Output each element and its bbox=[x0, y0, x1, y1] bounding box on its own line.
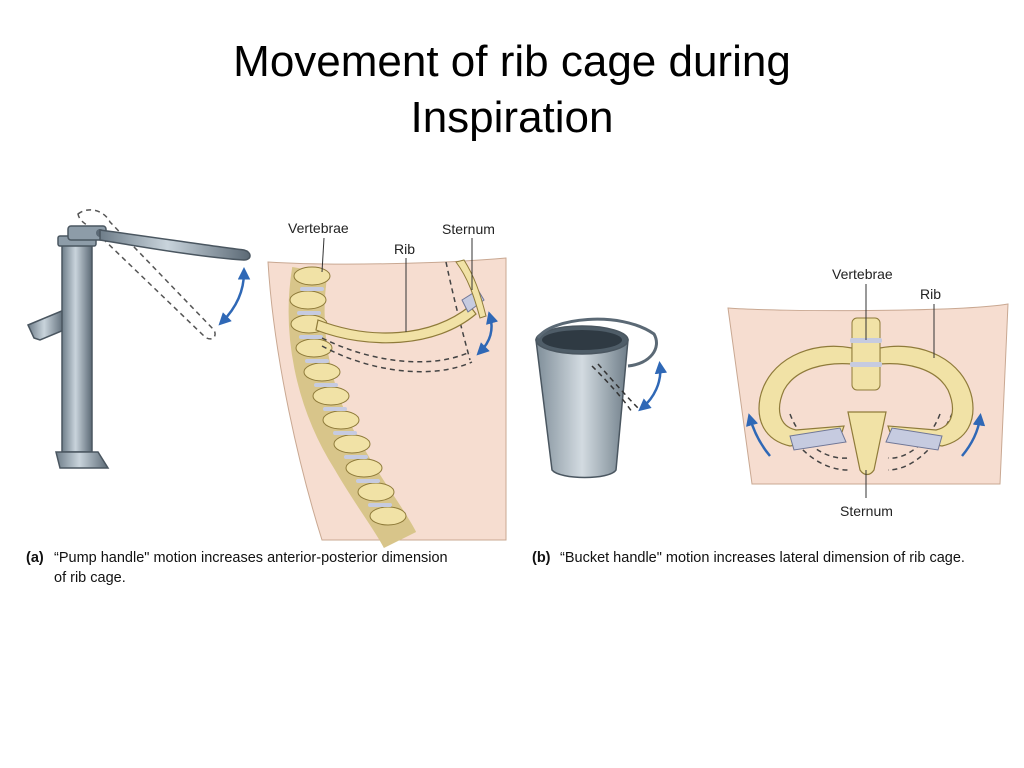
left-rib-motion-arrow-icon bbox=[746, 413, 771, 457]
right-rib-motion-arrow-icon bbox=[961, 413, 986, 457]
panel-a-caption-line-1: “Pump handle" motion increases anterior-… bbox=[54, 550, 448, 566]
panel-b: Vertebrae Rib Sternum (b) “Bucket handle… bbox=[532, 266, 1009, 566]
title-line-2: Inspiration bbox=[410, 93, 614, 142]
rib-cage-anterior-view bbox=[727, 303, 1009, 485]
panel-a-caption-line-2: of rib cage. bbox=[54, 570, 126, 586]
panel-b-caption-tag: (b) bbox=[532, 550, 551, 566]
panel-a-sternum-label: Sternum bbox=[442, 221, 495, 237]
panel-b-sternum-label: Sternum bbox=[840, 503, 893, 519]
rib-motion-arrow-icon bbox=[476, 311, 499, 356]
spine-lateral-view bbox=[267, 257, 507, 549]
panel-b-caption-line-1: “Bucket handle" motion increases lateral… bbox=[560, 550, 965, 566]
panel-a-caption-tag: (a) bbox=[26, 550, 44, 566]
panel-a-vertebrae-label: Vertebrae bbox=[288, 220, 349, 236]
rib-cage-icon bbox=[758, 317, 974, 476]
pump-motion-arrow-icon bbox=[218, 267, 251, 326]
bucket-icon bbox=[535, 317, 658, 479]
bucket-motion-arrow-icon bbox=[638, 361, 668, 412]
panel-a-rib-label: Rib bbox=[394, 241, 415, 257]
title-line-1: Movement of rib cage during bbox=[233, 37, 791, 86]
panel-b-vertebrae-label: Vertebrae bbox=[832, 266, 893, 282]
panel-a: Vertebrae Rib Sternum (a) “Pump handle" … bbox=[26, 209, 507, 586]
water-pump-icon bbox=[26, 209, 251, 469]
slide-title: Movement of rib cage during Inspiration bbox=[0, 34, 1024, 146]
panel-b-rib-label: Rib bbox=[920, 286, 941, 302]
